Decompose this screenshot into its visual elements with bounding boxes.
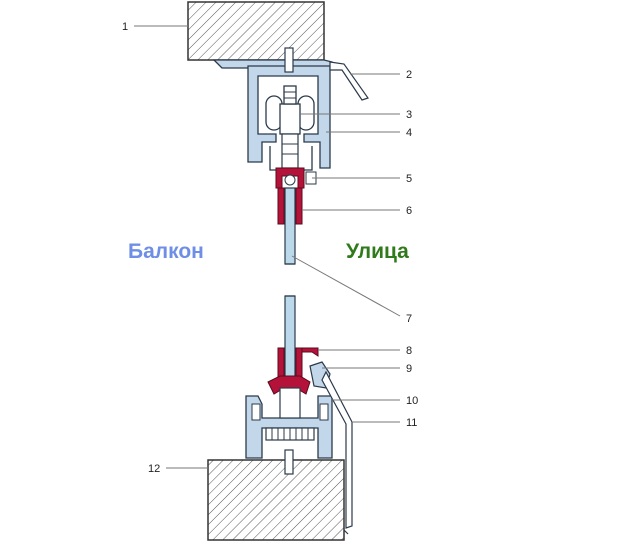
bottom-anchor-screw <box>284 449 294 475</box>
glass-pane-upper <box>284 187 296 265</box>
callout-8: 8 <box>406 345 412 357</box>
street-label: Улица <box>346 240 409 263</box>
top-drip-cap <box>329 61 369 101</box>
callout-11: 11 <box>406 417 417 429</box>
leader-lines <box>134 25 401 469</box>
callout-9: 9 <box>406 363 412 375</box>
callout-2: 2 <box>406 69 412 81</box>
top-glass-clamp <box>277 187 303 225</box>
callout-7: 7 <box>406 313 412 325</box>
roller-carriage <box>265 85 315 169</box>
bottom-concrete-parapet <box>207 459 345 541</box>
top-concrete-slab <box>187 1 325 61</box>
callout-1: 1 <box>122 21 128 33</box>
callout-3: 3 <box>406 109 412 121</box>
callout-5: 5 <box>406 173 412 185</box>
callout-12: 12 <box>148 463 160 475</box>
bottom-rail-profile <box>245 387 333 459</box>
callout-10: 10 <box>406 395 418 407</box>
callout-4: 4 <box>406 127 412 139</box>
callout-6: 6 <box>406 205 412 217</box>
top-anchor-screw <box>284 47 294 73</box>
balcony-label: Балкон <box>128 240 204 263</box>
glass-pane-lower <box>284 295 296 387</box>
bottom-rollers <box>265 427 315 441</box>
